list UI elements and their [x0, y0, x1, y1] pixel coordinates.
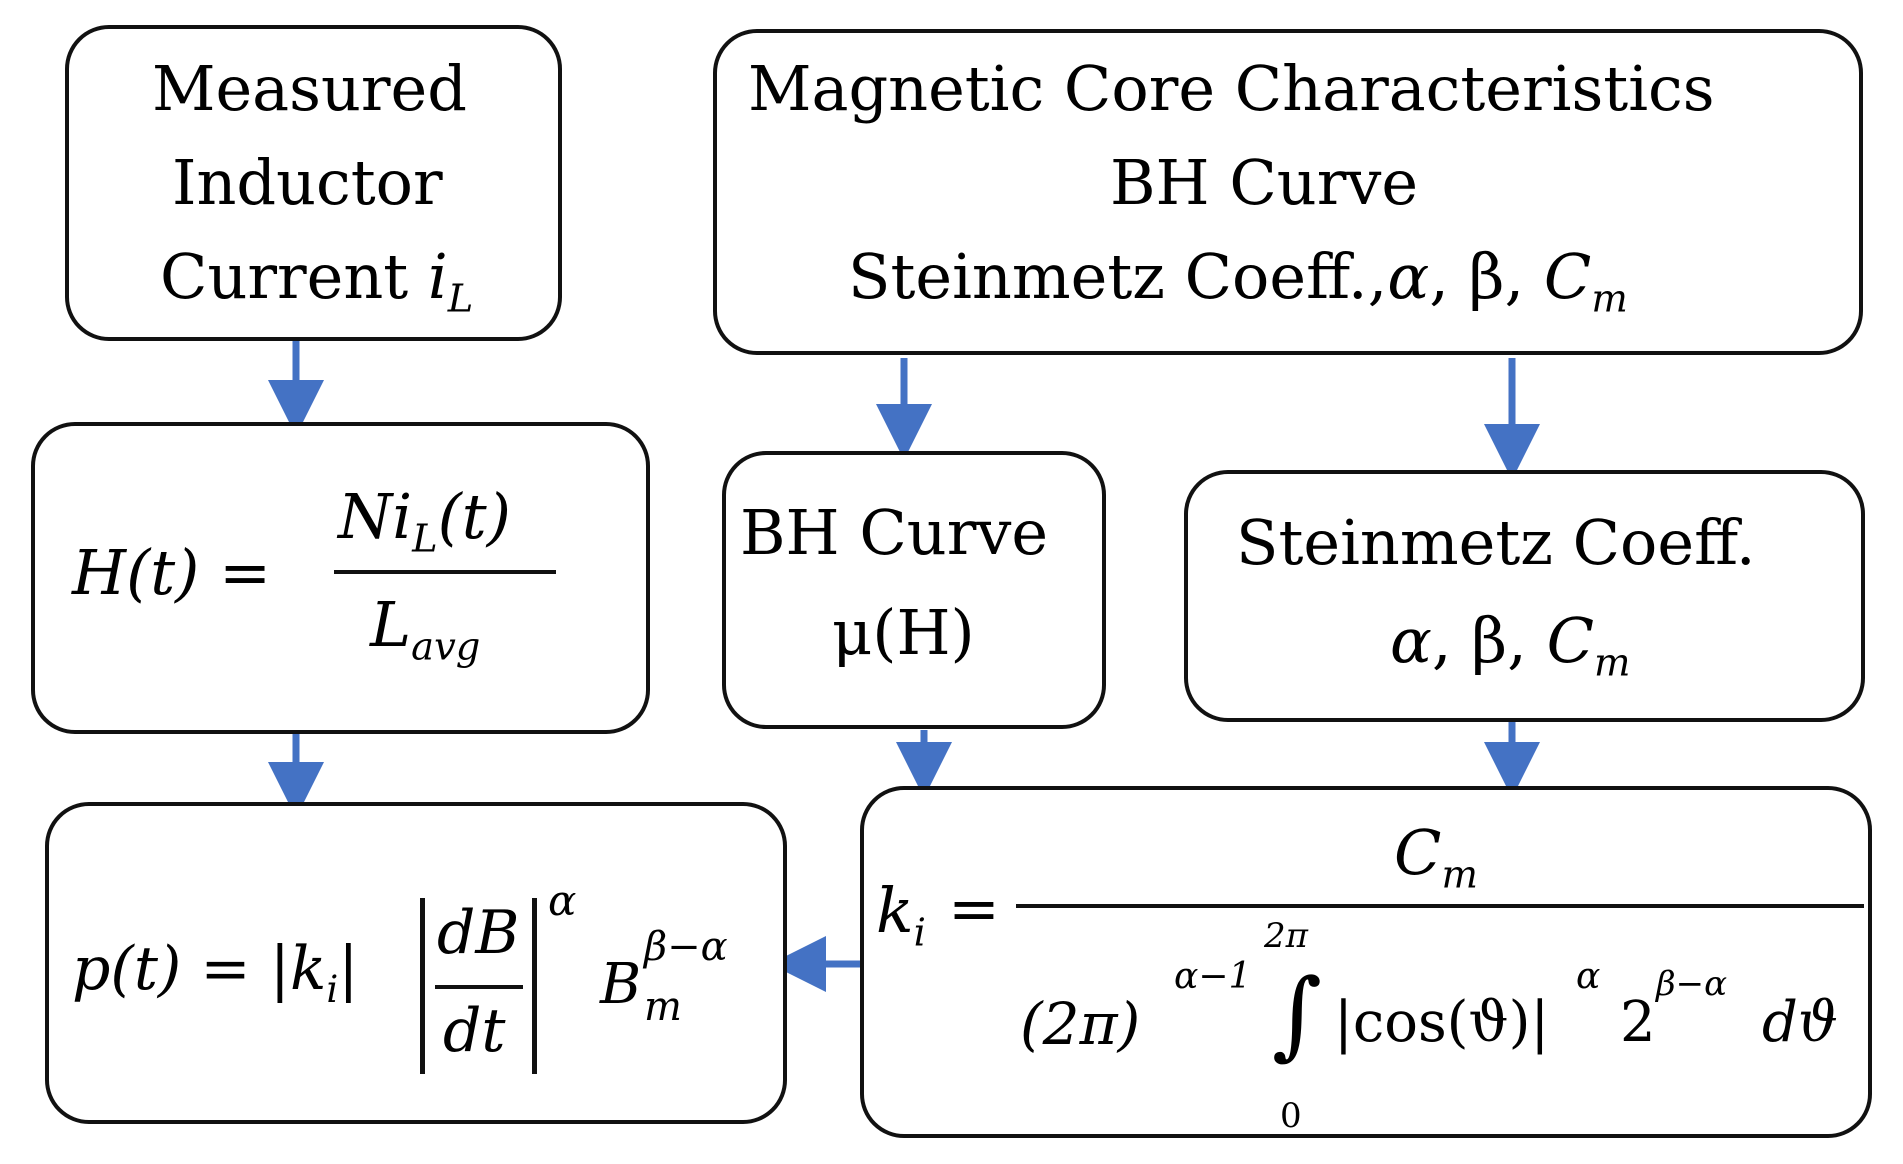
p-B: B [600, 952, 642, 1017]
bh-line1: BH Curve [740, 496, 1049, 569]
p-den: dt [443, 996, 506, 1066]
core-line3: Steinmetz Coeff.,α, β, Cm [848, 240, 1628, 322]
steinmetz-box [1184, 470, 1865, 722]
H-field-box [31, 422, 650, 734]
bh-curve-box [722, 451, 1106, 729]
k-two-exp: β−α [1656, 964, 1728, 1004]
k-eq: = [948, 872, 1000, 945]
H-fraction-bar [334, 570, 556, 574]
H-numerator: NiL(t) [338, 480, 511, 562]
k-integrand: |cos(ϑ)| [1334, 990, 1550, 1055]
p-B-sub: m [644, 984, 682, 1030]
k-dtheta: dϑ [1762, 990, 1838, 1055]
steinmetz-line1: Steinmetz Coeff. [1236, 506, 1756, 579]
core-line1: Magnetic Core Characteristics [748, 52, 1715, 125]
measured-line2: Inductor [172, 146, 443, 219]
k-lhs: ki [876, 874, 926, 956]
H-denominator: Lavg [370, 588, 481, 670]
core-characteristics-box [713, 29, 1863, 355]
p-exp-alpha: α [548, 876, 577, 925]
measured-line3: Current iL [160, 240, 474, 322]
measured-current-box [65, 25, 562, 341]
H-lhs: H(t) = [72, 536, 272, 609]
p-abs-left [420, 898, 425, 1074]
k-int-lower: 0 [1280, 1096, 1302, 1136]
bh-line2: μ(H) [832, 596, 975, 669]
p-num: dB [437, 898, 520, 968]
k-fraction-bar [1016, 904, 1864, 908]
ki-coefficient-box [860, 786, 1872, 1138]
p-B-sup: β−α [644, 924, 728, 970]
k-numerator: Cm [1394, 816, 1478, 898]
measured-line1: Measured [152, 52, 467, 125]
k-integrand-exp: α [1576, 956, 1601, 997]
k-integral-sign: ∫ [1272, 958, 1323, 1070]
k-two: 2 [1620, 990, 1656, 1055]
core-line2: BH Curve [1110, 146, 1419, 219]
p-fraction-bar [435, 985, 523, 989]
k-int-upper: 2π [1264, 916, 1308, 956]
k-den-2pi: (2π) [1020, 990, 1141, 1058]
k-den-exp: α−1 [1174, 956, 1252, 997]
p-abs-right [532, 898, 537, 1074]
p-lhs: p(t) = |ki| [72, 934, 359, 1011]
power-loss-box [45, 802, 787, 1124]
steinmetz-line2: α, β, Cm [1390, 604, 1631, 686]
